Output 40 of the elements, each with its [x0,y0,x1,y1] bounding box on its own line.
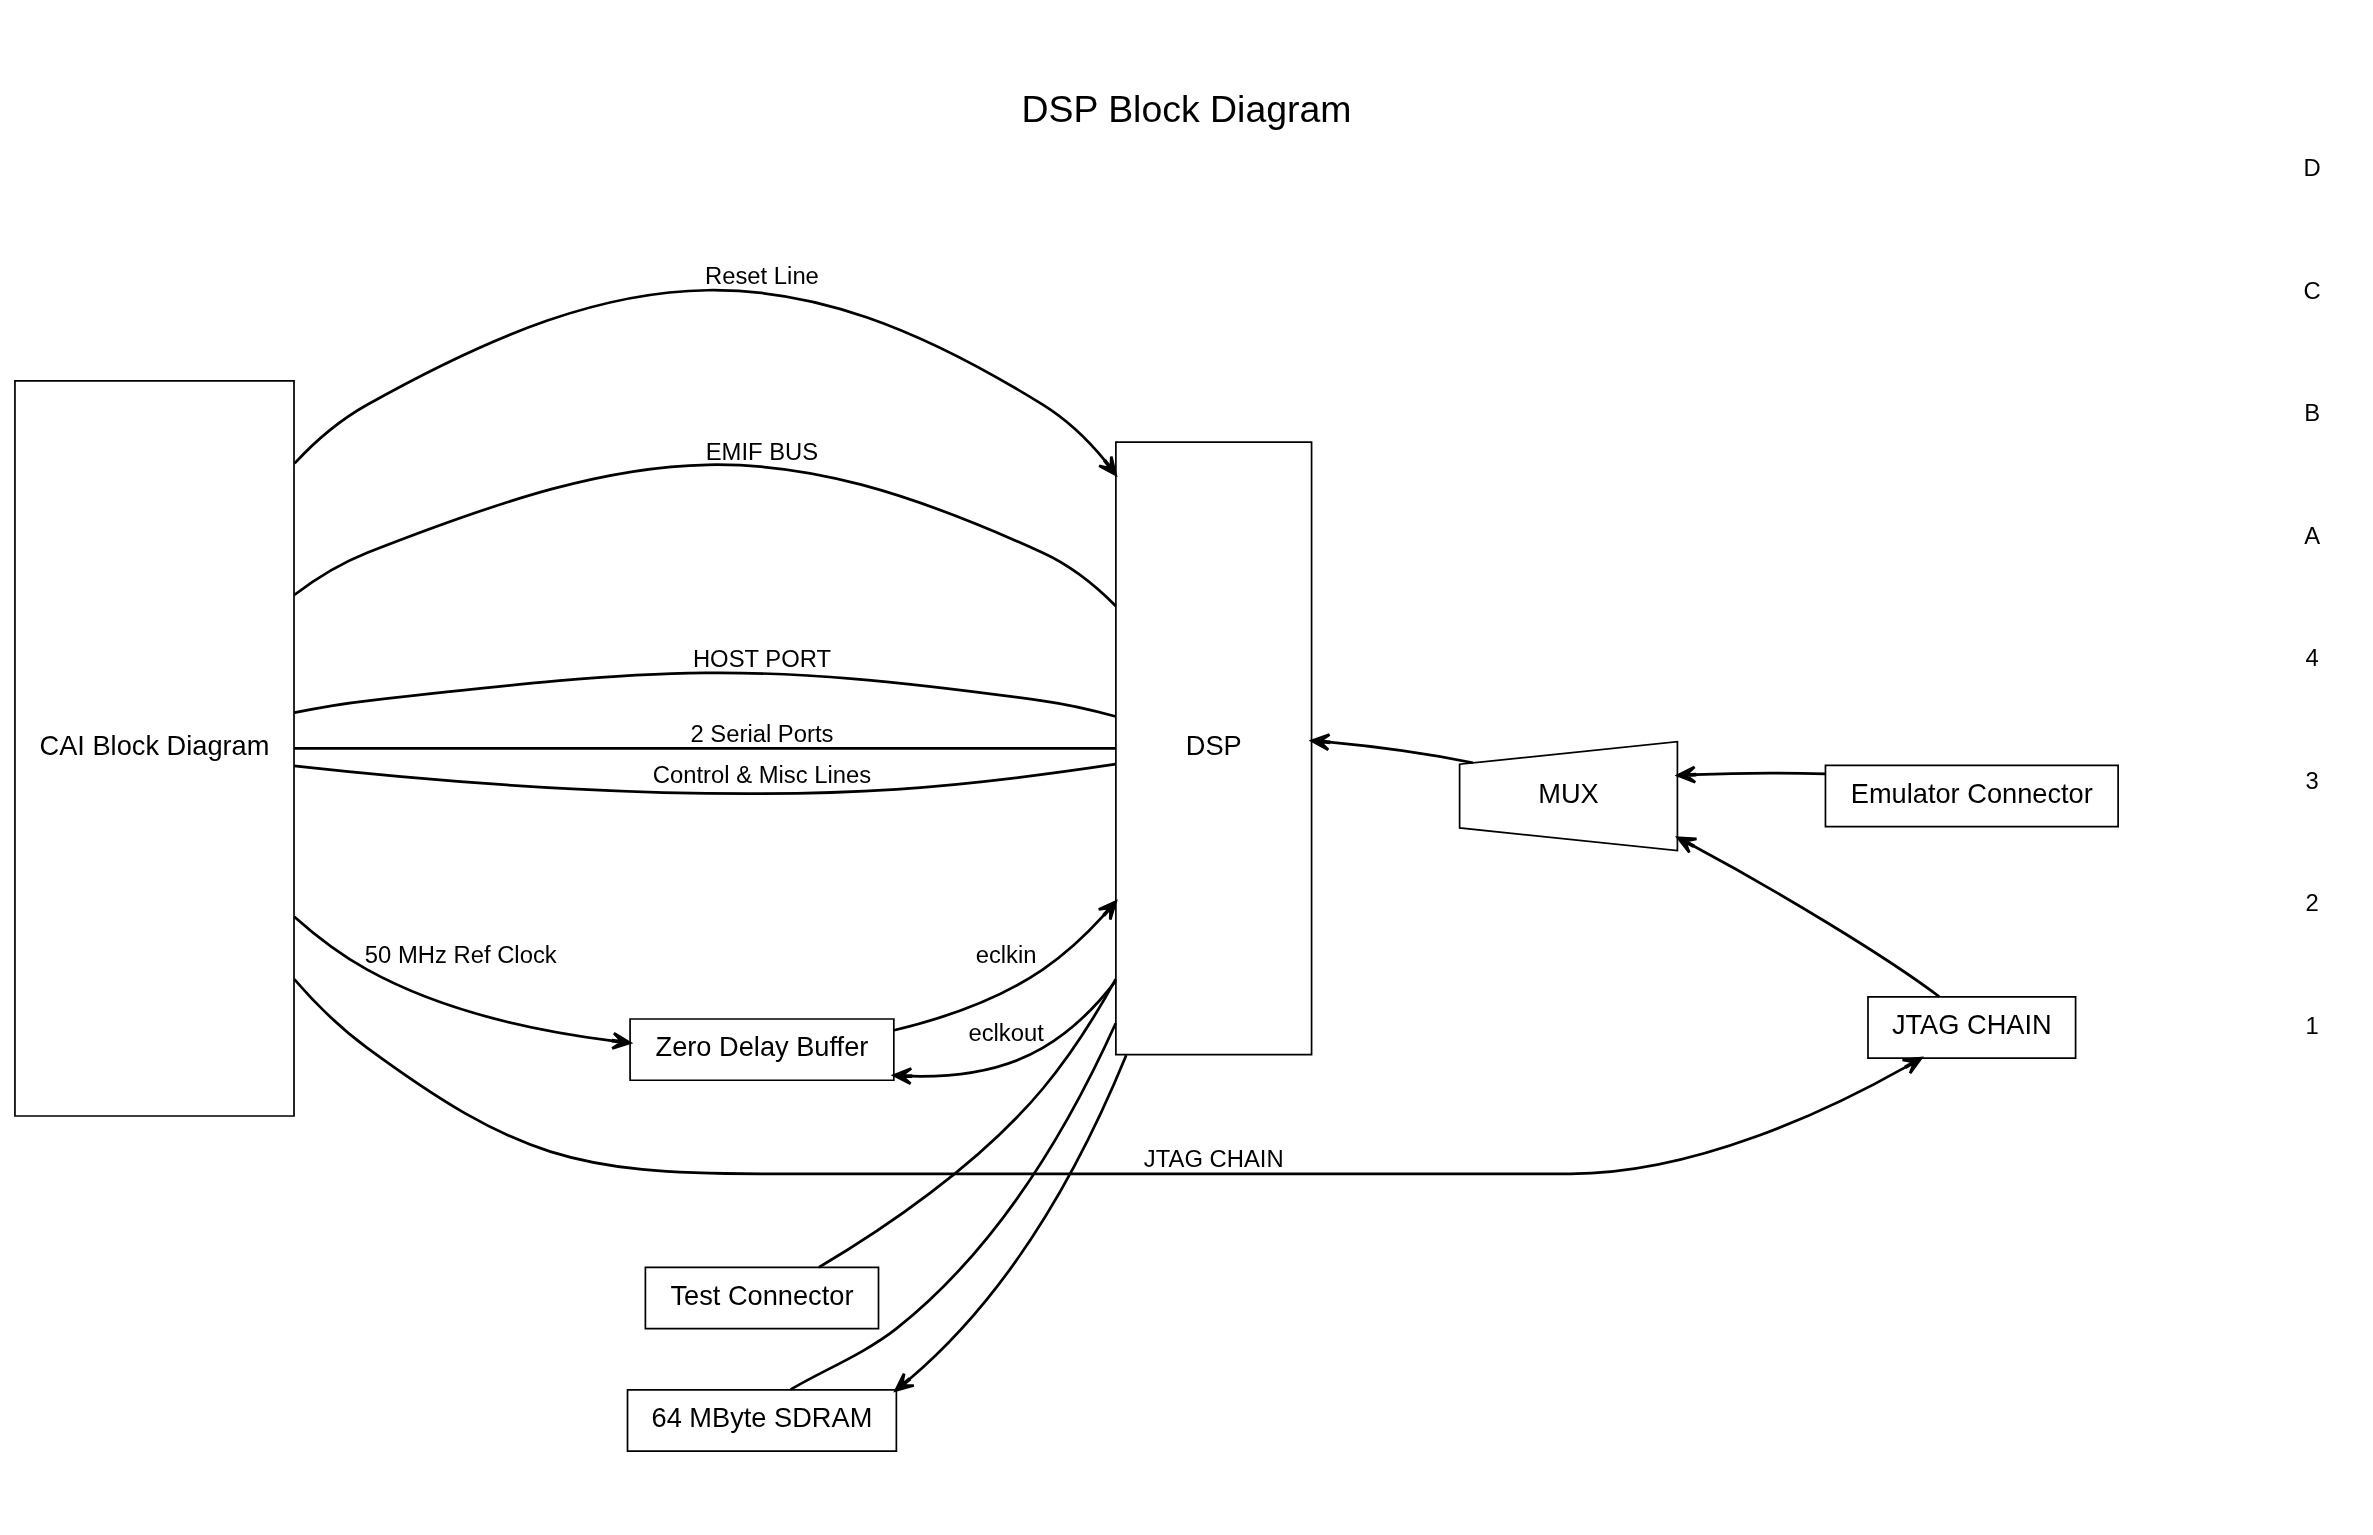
edge-label: Control & Misc Lines [652,760,872,788]
label: 2 [2305,888,2319,916]
arrow [892,979,1117,1085]
node-box: DSP [1115,440,1313,1056]
node-box: Emulator Connector [1824,764,2119,828]
arrow [1676,835,1941,998]
arrow [293,977,1923,1175]
node-box: Zero Delay Buffer [629,1017,895,1081]
label: B [2304,398,2321,426]
node-box: MUX [1458,740,1679,851]
label: 4 [2305,643,2319,671]
diagram-title: DSP Block Diagram [1021,87,1352,130]
connector [789,1022,1117,1391]
node-box: Test Connector [644,1266,880,1330]
connector [294,746,1116,750]
edge-label: JTAG CHAIN [1143,1144,1284,1172]
label: 1 [2305,1011,2319,1039]
edge-label: HOST PORT [692,644,831,672]
edge-label: eclkin [975,940,1037,968]
label: D [2303,153,2321,181]
edge-label: EMIF BUS [705,437,819,464]
node-box: JTAG CHAIN [1867,995,2077,1059]
arrow [293,288,1117,476]
connector [294,671,1117,718]
label: A [2304,521,2321,549]
label: 3 [2305,766,2319,794]
node-box: CAI Block Diagram [14,379,295,1117]
connector [293,463,1117,607]
edge-label: 2 Serial Ports [690,719,834,747]
arrow [893,899,1118,1032]
connector [293,762,1116,795]
edge-label: Reset Line [705,261,819,289]
arrow [293,915,632,1050]
connector [818,977,1117,1268]
arrow [1676,765,1826,784]
edge-label: eclkout [968,1018,1044,1046]
arrow [1310,732,1474,764]
node-box: 64 MByte SDRAM [626,1388,898,1452]
label: C [2303,276,2321,304]
edge-label: 50 MHz Ref Clock [364,940,557,968]
